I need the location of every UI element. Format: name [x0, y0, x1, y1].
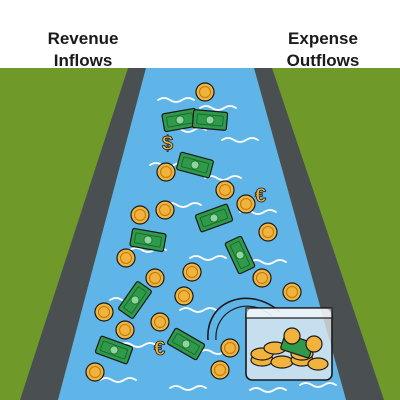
wave — [189, 255, 227, 261]
jar-coins — [250, 327, 329, 371]
dollar-bill-icon — [176, 151, 214, 179]
coin-icon — [85, 362, 105, 382]
coin-icon — [252, 268, 272, 288]
expense-label-line1: Expense — [288, 29, 358, 48]
coin-icon — [150, 312, 170, 332]
coin-icon — [116, 248, 136, 268]
wave — [157, 97, 195, 103]
dollar-sign-icon: $ — [162, 133, 173, 155]
coin-icon — [210, 360, 230, 380]
dollar-bill-icon — [129, 227, 167, 253]
jar-icon — [245, 307, 333, 381]
revenue-inflows-label: Revenue Inflows — [28, 28, 138, 72]
wave — [119, 342, 157, 348]
wave — [249, 387, 287, 393]
dollar-bill-icon — [194, 203, 234, 233]
coin-icon — [145, 268, 165, 288]
euro-sign-icon: € — [255, 185, 266, 207]
wave — [299, 382, 337, 388]
dollar-bills-group — [94, 107, 256, 365]
dollar-bill-icon — [94, 335, 134, 365]
coin-icon — [130, 205, 150, 225]
wave — [199, 105, 237, 111]
dollar-bill-icon — [166, 327, 206, 361]
coin-icon — [195, 82, 215, 102]
wave — [99, 377, 137, 383]
coin-icon — [156, 162, 176, 182]
wave — [179, 307, 217, 313]
right-riverbank — [254, 68, 384, 400]
coin-icon — [215, 180, 235, 200]
coin-icon — [236, 194, 256, 214]
dollar-bill-icon — [224, 235, 256, 275]
expense-label-line2: Outflows — [286, 51, 360, 70]
water-waves — [99, 97, 337, 393]
wave — [169, 385, 207, 391]
left-riverbank — [20, 68, 146, 400]
coins-group: $ € € — [85, 82, 302, 382]
wave — [221, 137, 259, 143]
coin-icon — [258, 222, 278, 242]
flow-arc — [207, 297, 281, 341]
coin-icon — [115, 320, 135, 340]
coin-icon — [220, 338, 240, 358]
wave — [204, 175, 242, 181]
coin-icon — [94, 302, 114, 322]
dollar-bill-icon — [161, 107, 199, 133]
revenue-label-line1: Revenue — [47, 29, 119, 48]
expense-outflows-label: Expense Outflows — [268, 28, 378, 72]
dollar-bill-icon — [118, 281, 152, 319]
coin-icon — [155, 200, 175, 220]
coin-icon — [174, 286, 194, 306]
coin-icon — [182, 262, 202, 282]
euro-sign-icon: € — [154, 338, 165, 360]
coin-icon — [282, 282, 302, 302]
dollar-bill-icon — [191, 109, 229, 131]
revenue-label-line2: Inflows — [53, 51, 113, 70]
wave — [249, 259, 287, 265]
